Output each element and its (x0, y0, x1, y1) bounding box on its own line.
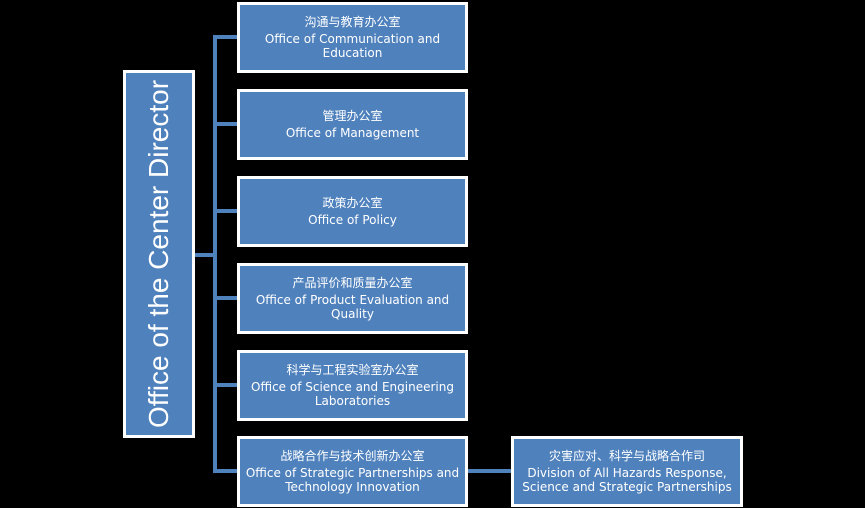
connector-branch-4 (213, 296, 238, 300)
division-box-all-hazards-response: 灾害应对、科学与战略合作司 Division of All Hazards Re… (511, 436, 743, 507)
office-name-en: Office of Communication and Education (264, 32, 441, 60)
office-name-zh: 沟通与教育办公室 (304, 15, 401, 29)
connector-branch-3 (213, 209, 238, 213)
office-box-strategic-partnerships-technology-innovation: 战略合作与技术创新办公室 Office of Strategic Partner… (237, 436, 468, 507)
office-box-science-engineering-laboratories: 科学与工程实验室办公室 Office of Science and Engine… (237, 350, 468, 421)
office-box-policy: 政策办公室 Office of Policy (237, 176, 468, 247)
office-name-en: Office of Management (285, 126, 420, 140)
office-name-en: Office of Policy (308, 213, 397, 227)
director-box: Office of the Center Director (123, 70, 195, 438)
connector-branch-2 (213, 122, 238, 126)
connector-branch-1 (213, 35, 238, 39)
office-name-zh: 产品评价和质量办公室 (292, 276, 413, 290)
office-name-en: Office of Science and Engineering Labora… (251, 380, 454, 408)
connector-branch-5 (213, 383, 238, 387)
division-name-zh: 灾害应对、科学与战略合作司 (548, 449, 705, 463)
office-name-en: Office of Product Evaluation and Quality (255, 293, 450, 321)
connector-branch-6 (213, 469, 238, 473)
office-name-zh: 科学与工程实验室办公室 (286, 363, 419, 377)
director-label: Office of the Center Director (143, 79, 174, 429)
office-name-zh: 管理办公室 (322, 109, 383, 123)
office-name-zh: 战略合作与技术创新办公室 (280, 449, 425, 463)
office-box-communication-education: 沟通与教育办公室 Office of Communication and Edu… (237, 2, 468, 73)
office-name-zh: 政策办公室 (322, 196, 383, 210)
office-box-management: 管理办公室 Office of Management (237, 89, 468, 160)
office-name-en: Office of Strategic Partnerships and Tec… (245, 466, 460, 494)
office-box-product-evaluation-quality: 产品评价和质量办公室 Office of Product Evaluation … (237, 263, 468, 334)
connector-trunk-vertical (213, 35, 217, 473)
connector-office6-to-division (468, 469, 512, 473)
connector-director-to-trunk (195, 253, 216, 257)
division-name-en: Division of All Hazards Response, Scienc… (522, 466, 732, 494)
